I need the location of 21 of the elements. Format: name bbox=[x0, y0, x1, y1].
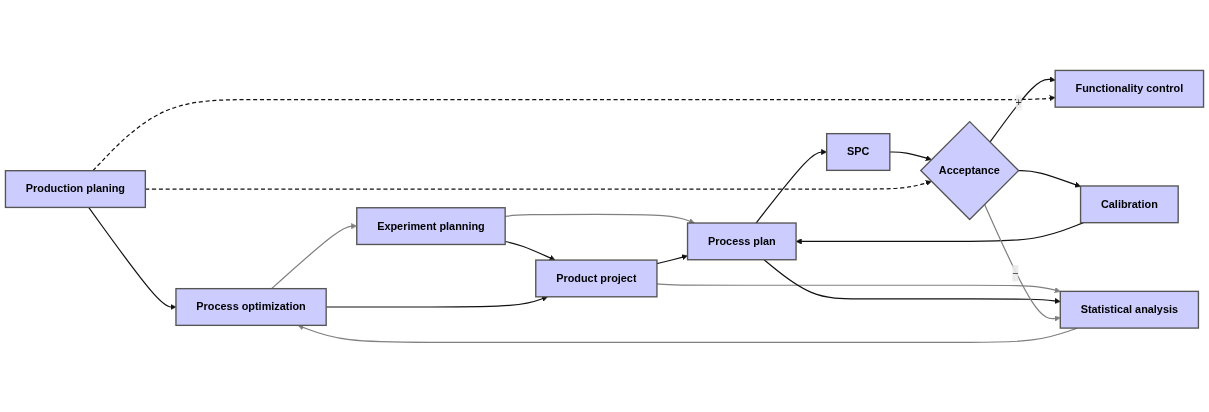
node-box: Process optimization bbox=[175, 287, 327, 326]
arrow bbox=[656, 253, 688, 264]
arrow bbox=[656, 282, 1061, 293]
edge-label: + bbox=[1015, 96, 1022, 108]
node-diamond: Acceptance bbox=[919, 120, 1020, 220]
arrow bbox=[763, 258, 1061, 304]
node-box: Statistical analysis bbox=[1059, 290, 1200, 329]
arrow bbox=[983, 203, 1061, 322]
node-box: SPC bbox=[826, 132, 891, 171]
node-box: Experiment planning bbox=[356, 206, 506, 245]
node-box: Product project bbox=[535, 259, 658, 298]
arrow bbox=[1017, 169, 1081, 188]
arrow bbox=[989, 76, 1056, 143]
node-box: Functionality control bbox=[1054, 69, 1205, 108]
node-box: Calibration bbox=[1079, 184, 1179, 223]
arrow bbox=[889, 151, 932, 161]
edge-label: − bbox=[1012, 266, 1019, 279]
arrow bbox=[297, 324, 1078, 343]
node-box: Production planing bbox=[4, 169, 147, 208]
arrow bbox=[755, 148, 827, 224]
node-box: Process plan bbox=[686, 221, 797, 260]
